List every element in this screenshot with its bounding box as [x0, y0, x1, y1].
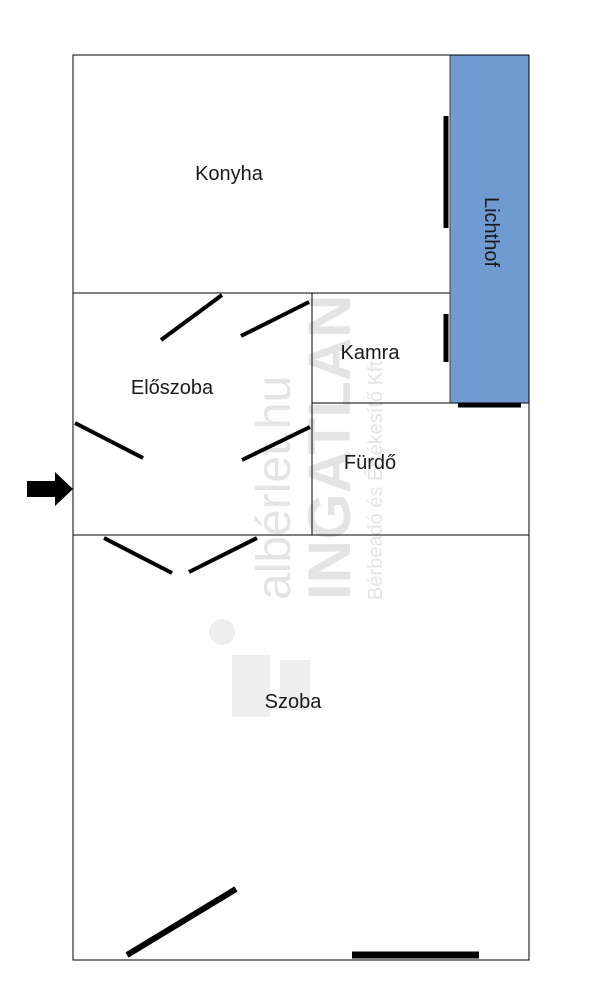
- door-room-left: [103, 536, 173, 575]
- door-room-right: [188, 536, 258, 574]
- watermark-logo-icon: [209, 619, 310, 717]
- watermark-brand: INGATLAN: [296, 294, 363, 600]
- lightwell-area: [449, 54, 530, 404]
- watermark-site: albérlet.hu: [248, 376, 301, 600]
- room-label-bathroom: Fürdő: [344, 452, 396, 474]
- door-entrance: [74, 421, 144, 460]
- outer-wall: [72, 54, 530, 961]
- room-label-lightwell: Lichthof: [480, 197, 502, 267]
- door-bathroom: [241, 425, 311, 462]
- door-kitchen: [159, 293, 224, 342]
- watermark-tagline: Bérbeadó és Értékesítő Kft.: [364, 355, 387, 600]
- interior-walls: [73, 292, 529, 536]
- door-pantry: [240, 300, 310, 338]
- arrow-right-icon: [27, 472, 73, 506]
- windows: [352, 116, 521, 959]
- room-label-kitchen: Konyha: [195, 163, 264, 185]
- room-label-room: Szoba: [265, 691, 323, 713]
- door-balcony: [125, 886, 238, 958]
- room-label-pantry: Kamra: [341, 342, 401, 364]
- room-label-hall: Előszoba: [131, 377, 214, 399]
- watermark: albérlet.hu INGATLAN Bérbeadó és Értékes…: [209, 294, 387, 717]
- doors: [74, 293, 311, 958]
